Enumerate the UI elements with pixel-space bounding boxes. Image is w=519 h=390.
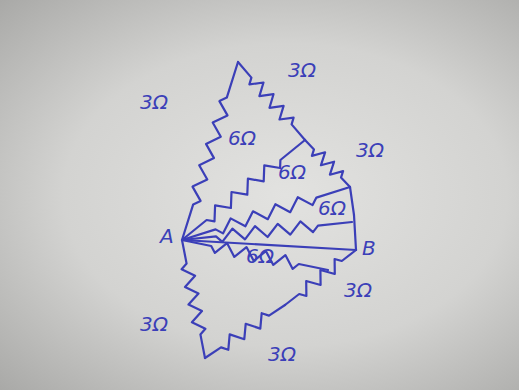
resistance-value: 3Ω [344, 280, 372, 300]
resistance-value: 3Ω [140, 314, 168, 334]
terminal-label: A [160, 226, 174, 246]
resistance-value: 3Ω [288, 60, 316, 80]
resistor-symbol [182, 221, 352, 241]
wire [354, 215, 356, 250]
resistor-symbol [182, 240, 328, 270]
wire [350, 187, 354, 215]
resistance-value: 6Ω [246, 246, 274, 266]
resistor-symbol [182, 240, 206, 358]
terminal-label: B [362, 238, 376, 258]
resistance-value: 6Ω [228, 128, 256, 148]
resistance-value: 3Ω [356, 140, 384, 160]
resistance-value: 3Ω [268, 344, 296, 364]
resistor-symbol [182, 187, 350, 240]
resistance-value: 6Ω [318, 198, 346, 218]
resistor-symbol [182, 62, 238, 240]
resistance-value: 6Ω [278, 162, 306, 182]
resistance-value: 3Ω [140, 92, 168, 112]
resistor-symbol [305, 140, 350, 187]
